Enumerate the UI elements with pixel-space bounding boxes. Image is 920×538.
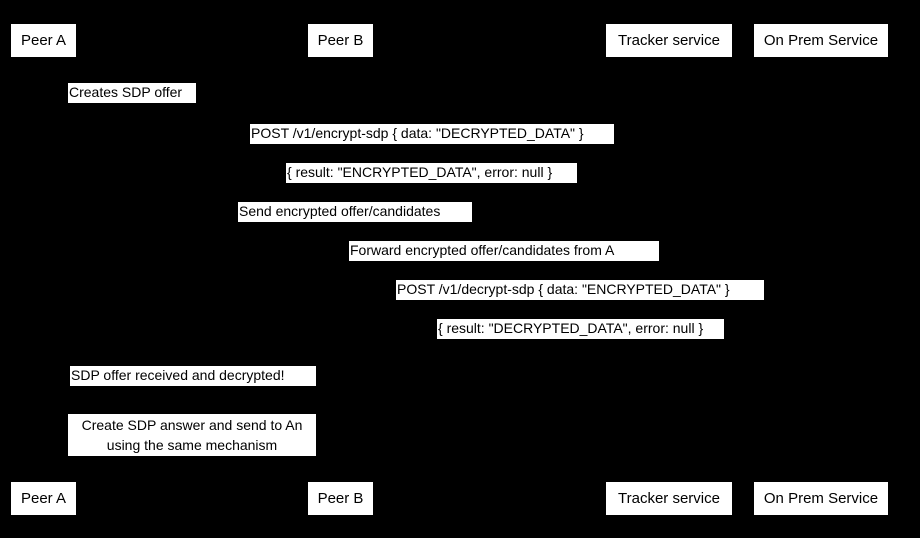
message-label-sdp-offer-received: SDP offer received and decrypted!	[70, 366, 316, 386]
participant-peer-a-bottom[interactable]: Peer A	[10, 481, 77, 516]
message-label-forward-encrypted-offer: Forward encrypted offer/candidates from …	[349, 241, 659, 261]
lifeline-peer-a	[43, 58, 44, 481]
message-label-encrypt-sdp-result: { result: "ENCRYPTED_DATA", error: null …	[286, 163, 577, 183]
lifeline-peer-b	[340, 58, 341, 481]
participant-on-prem-service-top[interactable]: On Prem Service	[753, 23, 889, 58]
message-label-send-encrypted-offer: Send encrypted offer/candidates	[238, 202, 472, 222]
note-create-sdp-answer: Create SDP answer and send to An using t…	[68, 414, 316, 456]
participant-peer-b-top[interactable]: Peer B	[307, 23, 374, 58]
message-label-decrypt-sdp-result: { result: "DECRYPTED_DATA", error: null …	[437, 319, 724, 339]
participant-peer-a-top[interactable]: Peer A	[10, 23, 77, 58]
note-line-1: Create SDP answer and send to An	[81, 417, 303, 433]
lifeline-on-prem-service	[821, 58, 822, 481]
message-label-post-encrypt-sdp: POST /v1/encrypt-sdp { data: "DECRYPTED_…	[250, 124, 614, 144]
message-label-post-decrypt-sdp: POST /v1/decrypt-sdp { data: "ENCRYPTED_…	[396, 280, 764, 300]
lifeline-tracker-service	[669, 58, 670, 481]
participant-tracker-service-bottom[interactable]: Tracker service	[605, 481, 733, 516]
message-label-creates-sdp-offer: Creates SDP offer	[68, 83, 196, 103]
participant-on-prem-service-bottom[interactable]: On Prem Service	[753, 481, 889, 516]
note-line-2: using the same mechanism	[106, 437, 278, 453]
participant-tracker-service-top[interactable]: Tracker service	[605, 23, 733, 58]
participant-peer-b-bottom[interactable]: Peer B	[307, 481, 374, 516]
